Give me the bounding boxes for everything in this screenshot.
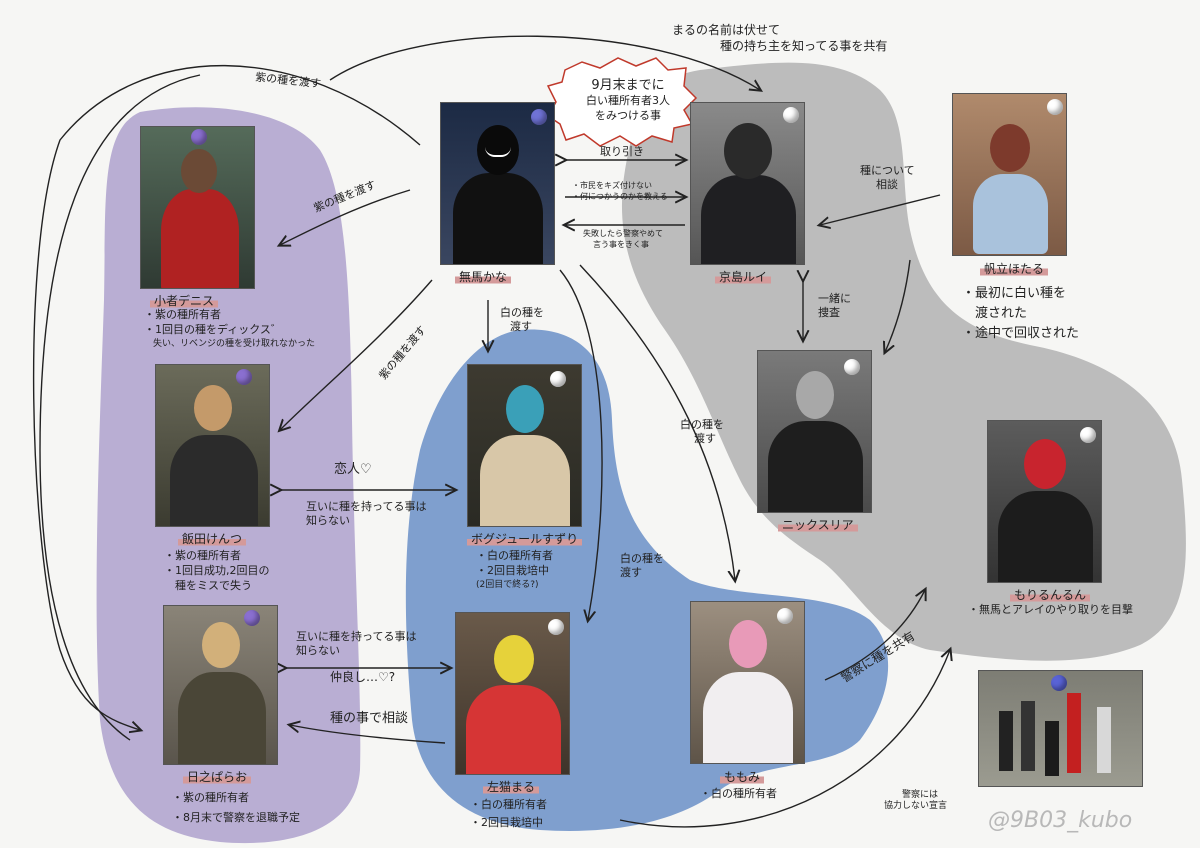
card-samaru[interactable] <box>455 612 570 775</box>
name-far: 帆立ほたる <box>980 262 1049 277</box>
card-nick[interactable] <box>757 350 872 513</box>
label-torihiki: 取り引き <box>600 145 644 158</box>
seed-orb <box>1047 99 1063 115</box>
label-give-white-bougou: 白の種を 渡す <box>500 306 544 333</box>
name-komono: 小者デニス <box>150 294 219 309</box>
notes-bougou: ・白の種所有者 ・2回目栽培中 (2回目で終る?) <box>476 549 553 590</box>
seed-orb <box>777 608 793 624</box>
goal-burst-text: 9月末までに 白い種所有者3人 をみつける事 <box>586 78 670 122</box>
name-nick: ニックスリア <box>778 518 858 533</box>
card-center[interactable] <box>440 102 555 265</box>
seed-orb <box>531 109 547 125</box>
seed-orb <box>191 129 207 145</box>
name-iida: 飯田けんつ <box>178 532 247 547</box>
card-nichie[interactable] <box>163 605 278 765</box>
card-moriru[interactable] <box>987 420 1102 583</box>
label-tagai2: 互いに種を持ってる事は 知らない <box>296 630 417 657</box>
card-bougou[interactable] <box>467 364 582 527</box>
seed-orb <box>550 371 566 387</box>
label-top-note: まるの名前は伏せて 種の持ち主を知ってる事を共有 <box>672 23 888 53</box>
label-tagai1: 互いに種を持ってる事は 知らない <box>306 500 427 527</box>
label-shippai: 失敗したら警察やめて 言う事をきく事 <box>583 229 663 249</box>
name-moriru: もりるんるん <box>1010 588 1091 603</box>
label-soudan-seed: 種について 相談 <box>860 164 915 191</box>
notes-far: ・最初に白い種を 渡された ・途中で回収された <box>962 286 1080 341</box>
seed-orb <box>244 610 260 626</box>
label-issho: 一緒に 捜査 <box>818 292 851 319</box>
label-koibito: 恋人♡ <box>334 462 372 477</box>
label-give-white-samaru: 白の種を 渡す <box>620 552 664 579</box>
card-tr[interactable] <box>690 102 805 265</box>
notes-komono: ・紫の種所有者 ・1回目の種をディックス゛ 失い、リベンジの種を受け取れなかった <box>144 308 316 349</box>
notes-moriru: ・無馬とアレイのやり取りを目撃 <box>968 603 1133 616</box>
notes-nichie: ・紫の種所有者 ・8月末で警察を退職予定 <box>172 791 300 824</box>
name-samaru: 左猫まる <box>483 780 540 795</box>
seed-orb <box>783 107 799 123</box>
notes-momi: ・白の種所有者 <box>700 787 777 800</box>
label-keisatsu-kyouryoku: 警察には 協力しない宣言 <box>884 790 948 811</box>
notes-iida: ・紫の種所有者 ・1回目成功,2回目の 種をミスで失う <box>164 549 270 592</box>
seed-orb <box>1051 675 1067 691</box>
seed-orb <box>548 619 564 635</box>
name-momi: ももみ <box>720 770 765 785</box>
label-shimin: ・市民をキズ付けない ・何につかうのかを教える <box>572 181 668 201</box>
card-komono[interactable] <box>140 126 255 289</box>
name-nichie: 日之ぱらお <box>183 770 252 785</box>
label-soudan-koto: 種の事で相談 <box>330 711 409 726</box>
seed-orb <box>1080 427 1096 443</box>
card-momi[interactable] <box>690 601 805 764</box>
seed-orb <box>236 369 252 385</box>
label-nakayoshi: 仲良し…♡? <box>330 670 396 684</box>
label-give-white-momi: 白の種を 渡す <box>680 418 724 445</box>
author-signature: @9B03_kubo <box>988 808 1133 833</box>
name-tr: 京島ルイ <box>715 270 772 285</box>
card-iida[interactable] <box>155 364 270 527</box>
notes-samaru: ・白の種所有者 ・2回目栽培中 <box>470 798 547 829</box>
name-bougou: ボグジュールすずり <box>467 532 583 547</box>
card-far[interactable] <box>952 93 1067 256</box>
name-center: 無馬かな <box>455 270 512 285</box>
seed-orb <box>844 359 860 375</box>
police-scene-photo[interactable] <box>978 670 1143 787</box>
